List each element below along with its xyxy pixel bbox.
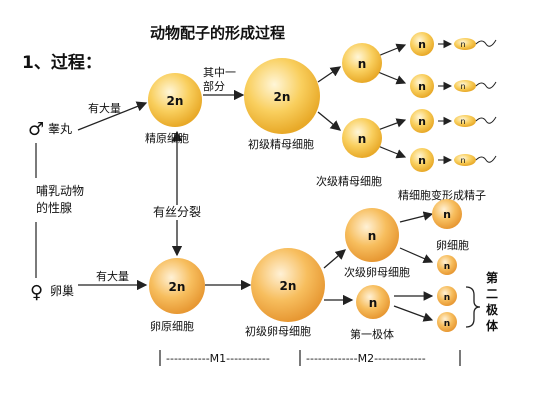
primary-spermatocyte-ploidy: 2n <box>274 90 291 104</box>
arrow-spermatid-2 <box>377 71 407 85</box>
sperm-4: n <box>454 154 497 166</box>
sperm-ploidy-3: n <box>460 117 465 126</box>
partial-label-line2: 部分 <box>203 79 225 93</box>
second-polar-body-1: n <box>437 255 457 275</box>
diagram-title: 动物配子的形成过程 <box>150 24 285 42</box>
arrow-to-ovum <box>399 211 434 223</box>
secondary-oocyte-ploidy: n <box>368 229 377 243</box>
first-polar-body-label: 第一极体 <box>350 327 394 341</box>
polar-body-brace <box>465 286 481 328</box>
secondary-spermatocyte-ploidy-2: n <box>358 132 367 146</box>
spermatogonium-cell: 2n <box>148 73 202 127</box>
male-proliferation-label: 有大量 <box>88 101 121 115</box>
ovum-ploidy: n <box>443 208 451 221</box>
spermatid-ploidy-3: n <box>418 115 426 128</box>
arrow-to-secondary-spermatocyte-top <box>317 66 342 83</box>
female-proliferation-label: 有大量 <box>96 269 129 283</box>
ovum-label: 卵细胞 <box>436 239 469 252</box>
arrow-to-secondary-oocyte <box>323 249 346 269</box>
second-polar-body-ploidy-1: n <box>444 262 450 272</box>
secondary-spermatocyte-ploidy-1: n <box>358 57 367 71</box>
primary-spermatocyte-label: 初级精母细胞 <box>248 137 314 151</box>
sperm-ploidy-1: n <box>460 40 465 49</box>
sperm-3: n <box>454 115 497 127</box>
male-symbol: ♂ <box>28 119 44 140</box>
phase-m2-label: -------------M2------------- <box>306 352 426 365</box>
spermatid-3: n <box>410 109 434 133</box>
second-polar-body-3: n <box>437 312 457 332</box>
second-polar-body-ploidy-2: n <box>444 293 450 303</box>
secondary-oocyte-cell: n <box>345 208 399 262</box>
arrow-testis-to-spermatogonium <box>77 101 148 131</box>
spermatid-4: n <box>410 148 434 172</box>
primary-spermatocyte-cell: 2n <box>244 58 320 134</box>
oogonium-cell: 2n <box>149 258 205 314</box>
phase-m1-label: -----------M1----------- <box>166 352 270 365</box>
second-polar-body-label-3: 极 <box>486 302 499 317</box>
female-symbol: ♀ <box>30 282 43 303</box>
section-heading: 1、过程： <box>22 53 102 73</box>
primary-oocyte-cell: 2n <box>251 248 325 322</box>
gonad-label-line1: 哺乳动物 <box>36 184 84 198</box>
arrow-spermatid-1 <box>377 43 407 57</box>
ovum-cell: n <box>432 199 462 229</box>
oogonium-label: 卵原细胞 <box>150 320 194 333</box>
spermatid-ploidy-2: n <box>418 80 426 93</box>
sperm-2: n <box>454 80 497 92</box>
first-polar-body-cell: n <box>356 285 390 319</box>
first-polar-body-ploidy: n <box>369 296 378 310</box>
spermatogonium-ploidy: 2n <box>167 94 184 108</box>
male-gonad-label: 睾丸 <box>48 121 72 136</box>
primary-oocyte-label: 初级卵母细胞 <box>245 324 311 338</box>
mitosis-label: 有丝分裂 <box>153 205 201 219</box>
spermiogenesis-label: 精细胞变形成精子 <box>398 188 486 202</box>
sperm-ploidy-2: n <box>460 82 465 91</box>
arrow-spermatid-3 <box>377 118 407 131</box>
spermatid-1: n <box>410 32 434 56</box>
secondary-spermatocyte-cell-2: n <box>342 118 382 158</box>
spermatogonium-label: 精原细胞 <box>145 132 189 145</box>
sperm-ploidy-4: n <box>460 156 465 165</box>
arrow-spermatid-4 <box>377 145 407 159</box>
secondary-spermatocyte-label: 次级精母细胞 <box>316 174 382 188</box>
spermatid-ploidy-4: n <box>418 154 426 167</box>
spermatid-2: n <box>410 74 434 98</box>
second-polar-body-label-2: 二 <box>486 287 498 301</box>
primary-oocyte-ploidy: 2n <box>280 279 297 293</box>
female-gonad-label: 卵巢 <box>50 284 74 298</box>
secondary-oocyte-label: 次级卵母细胞 <box>344 265 410 279</box>
arrow-to-polar-body-a <box>399 247 434 264</box>
arrow-to-polar-body-c <box>393 305 434 322</box>
sperm-1: n <box>454 38 497 50</box>
arrow-to-secondary-spermatocyte-bottom <box>317 111 342 131</box>
gonad-label-line2: 的性腺 <box>36 200 72 215</box>
second-polar-body-label-1: 第 <box>486 270 498 285</box>
partial-label-line1: 其中一 <box>203 66 236 79</box>
oogonium-ploidy: 2n <box>169 280 186 294</box>
second-polar-body-ploidy-3: n <box>444 319 450 329</box>
second-polar-body-2: n <box>437 286 457 306</box>
second-polar-body-label-4: 体 <box>486 318 499 333</box>
secondary-spermatocyte-cell-1: n <box>342 43 382 83</box>
spermatid-ploidy-1: n <box>418 38 426 51</box>
